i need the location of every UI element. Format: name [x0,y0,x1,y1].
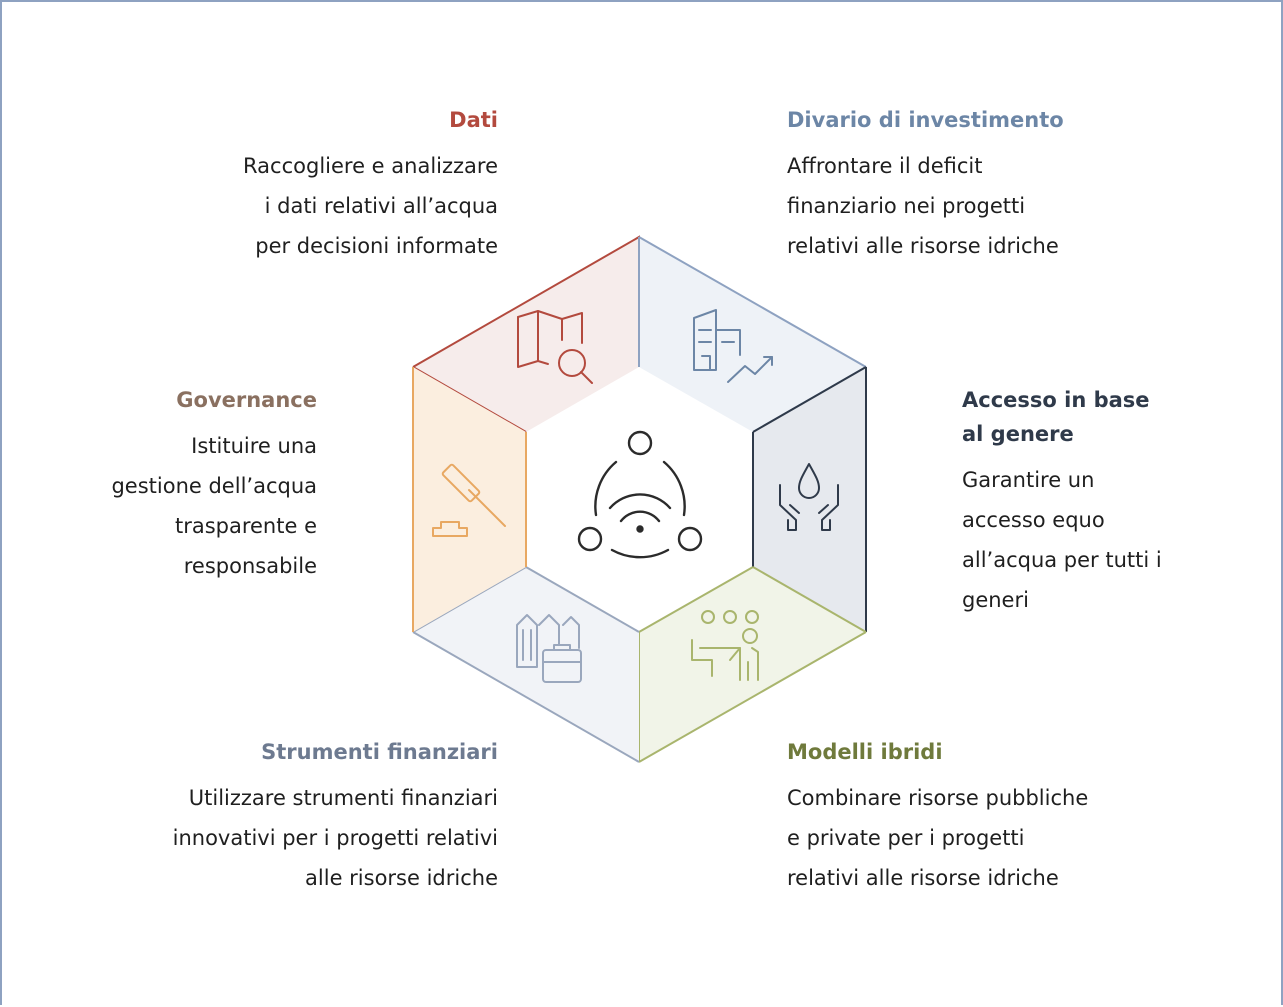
hands-water-drop-icon [779,463,839,531]
block-dati: Dati Raccogliere e analizzare i dati rel… [140,103,498,266]
buildings-briefcase-icon [516,614,582,683]
dati-desc-line: i dati relativi all’acqua [264,194,498,218]
strumenti-desc-line: Utilizzare strumenti finanziari [188,786,498,810]
dati-desc: Raccogliere e analizzare i dati relativi… [140,146,498,266]
divario-title: Divario di investimento [787,108,1064,132]
divario-desc-line: Affrontare il deficit [787,154,983,178]
governance-desc-line: Istituire una [191,434,317,458]
accesso-desc: Garantire un accesso equo all’acqua per … [962,460,1262,620]
governance-desc-line: responsabile [183,554,317,578]
accesso-desc-line: accesso equo [962,508,1105,532]
accesso-desc-line: Garantire un [962,468,1095,492]
modelli-desc: Combinare risorse pubbliche e private pe… [787,778,1207,898]
gavel-icon [432,463,506,537]
modelli-desc-line: relativi alle risorse idriche [787,866,1059,890]
block-accesso: Accesso in base al genere Garantire un a… [962,383,1262,620]
strumenti-desc: Utilizzare strumenti finanziari innovati… [80,778,498,898]
presenter-icon [691,610,759,681]
governance-desc-line: trasparente e [174,514,317,538]
accesso-title-line: al genere [962,422,1074,446]
strumenti-desc-line: innovativi per i progetti relativi [172,826,498,850]
modelli-title: Modelli ibridi [787,740,943,764]
strumenti-title: Strumenti finanziari [261,740,498,764]
governance-title: Governance [176,388,317,412]
modelli-desc-line: Combinare risorse pubbliche [787,786,1089,810]
block-strumenti: Strumenti finanziari Utilizzare strument… [80,735,498,898]
network-signal-icon [577,430,703,559]
buildings-growth-icon [693,309,773,383]
divario-desc-line: relativi alle risorse idriche [787,234,1059,258]
block-governance: Governance Istituire una gestione dell’a… [40,383,317,586]
accesso-desc-line: generi [962,588,1029,612]
accesso-title-line: Accesso in base [962,388,1150,412]
map-search-icon [517,310,593,384]
dati-desc-line: per decisioni informate [255,234,498,258]
block-modelli: Modelli ibridi Combinare risorse pubblic… [787,735,1207,898]
governance-desc-line: gestione dell’acqua [111,474,317,498]
accesso-title: Accesso in base al genere [962,383,1262,451]
governance-desc: Istituire una gestione dell’acqua traspa… [40,426,317,586]
segment-governance [412,367,527,632]
divario-desc: Affrontare il deficit finanziario nei pr… [787,146,1207,266]
segment-accesso [752,366,867,632]
dati-desc-line: Raccogliere e analizzare [243,154,498,178]
dati-title: Dati [449,108,498,132]
block-divario: Divario di investimento Affrontare il de… [787,103,1207,266]
accesso-desc-line: all’acqua per tutti i [962,548,1162,572]
modelli-desc-line: e private per i progetti [787,826,1025,850]
strumenti-desc-line: alle risorse idriche [305,866,498,890]
divario-desc-line: finanziario nei progetti [787,194,1026,218]
